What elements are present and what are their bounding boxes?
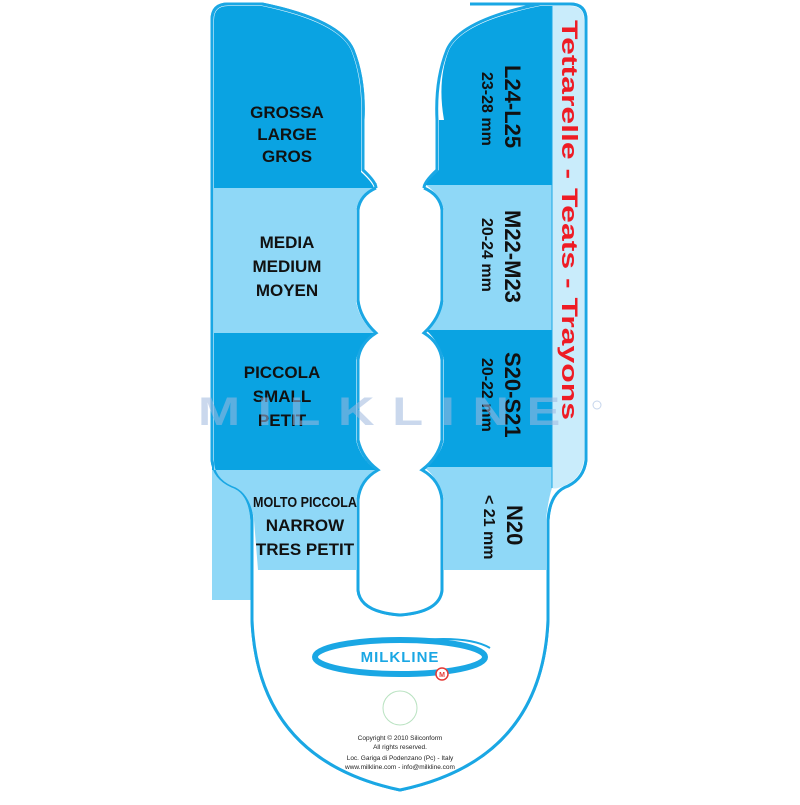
- svg-text:PICCOLA: PICCOLA: [244, 363, 321, 382]
- hanging-hole: [382, 690, 418, 726]
- svg-text:MILKLINE: MILKLINE: [361, 649, 440, 666]
- copyright-footer: Copyright © 2010 Siliconform All rights …: [344, 734, 455, 771]
- svg-text:PETIT: PETIT: [258, 411, 307, 430]
- svg-text:GROS: GROS: [262, 147, 312, 166]
- size-medium-label: MEDIA MEDIUM MOYEN: [253, 233, 322, 300]
- size-medium-code: M22-M23 20-24 mm: [478, 210, 525, 303]
- svg-text:Loc. Gariga di Podenzano (Pc): Loc. Gariga di Podenzano (Pc) - Italy: [347, 755, 454, 762]
- svg-text:Copyright © 2010 Siliconform: Copyright © 2010 Siliconform: [358, 734, 443, 742]
- title-strip: [552, 6, 584, 489]
- size-small-code: S20-S21 20-22 mm: [478, 352, 525, 438]
- svg-text:M22-M23: M22-M23: [500, 210, 525, 303]
- svg-text:All rights reserved.: All rights reserved.: [373, 744, 427, 751]
- size-large-code: L24-L25 23-28 mm: [478, 65, 525, 148]
- svg-text:SMALL: SMALL: [253, 387, 312, 406]
- watermark: MILKLINE: [198, 390, 578, 434]
- svg-text:TRES PETIT: TRES PETIT: [256, 540, 355, 559]
- svg-text:MEDIUM: MEDIUM: [253, 257, 322, 276]
- size-large-label: GROSSA LARGE GROS: [250, 103, 324, 166]
- svg-text:L24-L25: L24-L25: [500, 65, 525, 148]
- milkline-logo: MILKLINE M: [312, 637, 491, 681]
- size-narrow-label: MOLTO PICCOLA NARROW TRES PETIT: [253, 494, 357, 559]
- svg-text:23-28 mm: 23-28 mm: [478, 72, 495, 146]
- svg-text:< 21 mm: < 21 mm: [480, 495, 497, 559]
- svg-text:20-24 mm: 20-24 mm: [478, 218, 495, 292]
- svg-text:LARGE: LARGE: [257, 125, 317, 144]
- svg-text:S20-S21: S20-S21: [500, 352, 525, 438]
- svg-text:MOYEN: MOYEN: [256, 281, 318, 300]
- size-narrow-code: N20 < 21 mm: [480, 495, 527, 559]
- svg-text:NARROW: NARROW: [266, 516, 345, 535]
- svg-text:MEDIA: MEDIA: [260, 233, 315, 252]
- svg-text:N20: N20: [502, 505, 527, 545]
- svg-text:MOLTO PICCOLA: MOLTO PICCOLA: [253, 494, 357, 511]
- center-slot: [356, 186, 444, 617]
- milkline-badge-icon: [435, 667, 449, 681]
- svg-text:M: M: [439, 672, 445, 679]
- svg-text:GROSSA: GROSSA: [250, 103, 324, 122]
- svg-text:20-22 mm: 20-22 mm: [478, 358, 495, 432]
- size-small-label: PICCOLA SMALL PETIT: [244, 363, 321, 430]
- svg-text:www.milkline.com - info@milkli: www.milkline.com - info@milkline.com: [344, 764, 455, 771]
- gauge-title: Tettarelle - Teats - Trayons: [557, 20, 582, 420]
